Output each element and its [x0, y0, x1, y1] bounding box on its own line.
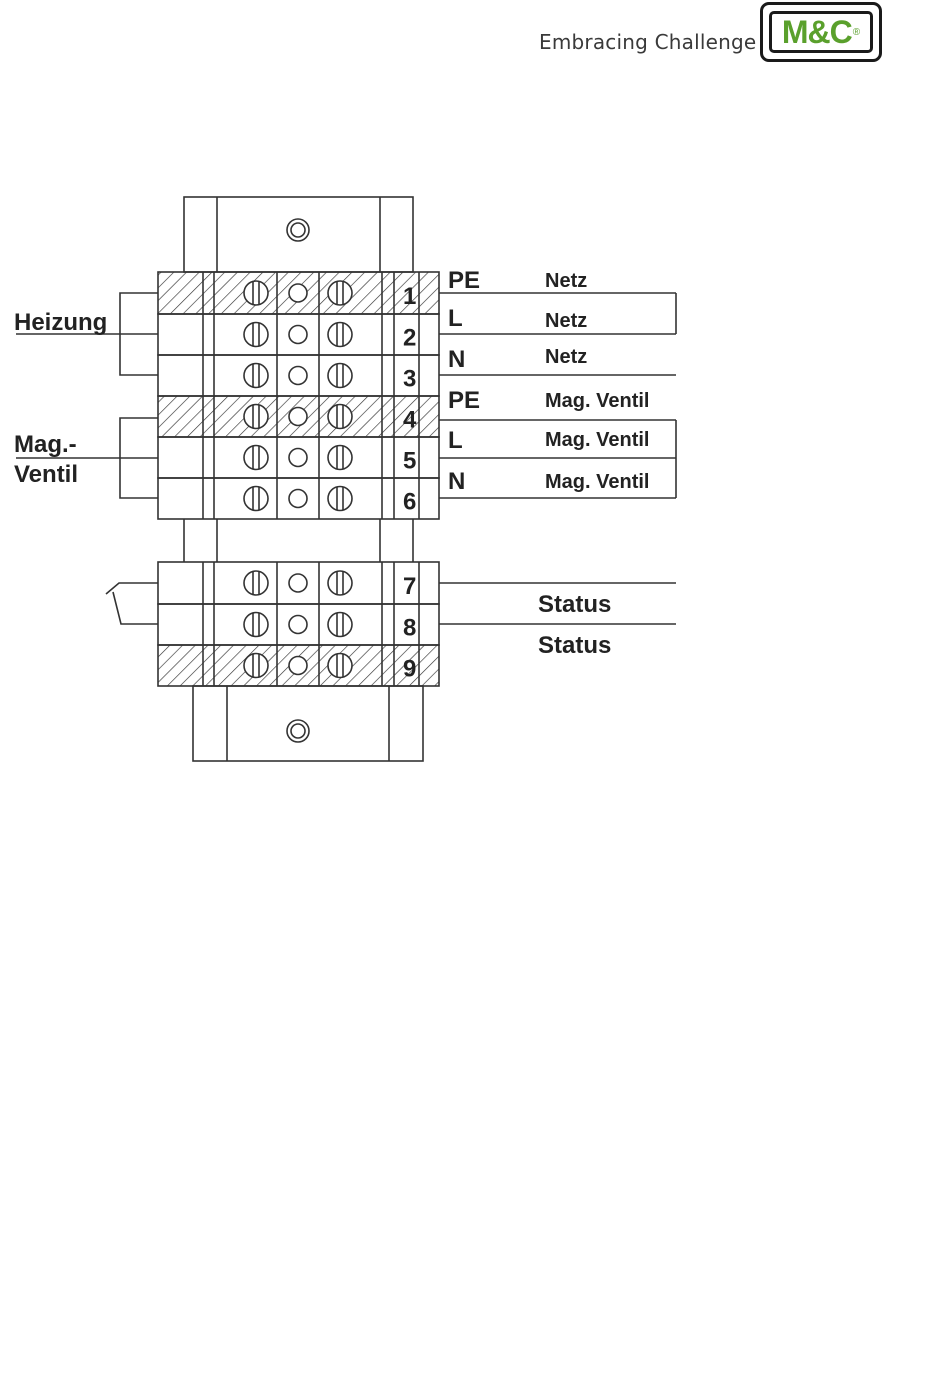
- function-label-2: Netz: [545, 310, 587, 332]
- function-label-6: Mag. Ventil: [545, 471, 649, 493]
- terminal-number-5: 5: [403, 448, 416, 475]
- wire-label-5: L: [448, 427, 463, 454]
- screw-clamp-icon: [244, 654, 268, 678]
- terminal-row-2: [158, 314, 439, 355]
- wire-entry-icon: [289, 490, 307, 508]
- status-switch-contact: [113, 592, 158, 624]
- screw-clamp-icon: [244, 487, 268, 511]
- screw-clamp-icon: [244, 405, 268, 429]
- screw-clamp-icon: [244, 613, 268, 637]
- terminal-number-6: 6: [403, 489, 416, 516]
- terminal-row-5: [158, 437, 439, 478]
- terminal-number-7: 7: [403, 573, 416, 600]
- screw-clamp-icon: [244, 446, 268, 470]
- wire-entry-icon: [289, 616, 307, 634]
- terminal-row-6: [158, 478, 439, 519]
- top-screw-icon-inner: [291, 223, 305, 237]
- screw-clamp-icon: [328, 571, 352, 595]
- status-label: Status: [538, 591, 611, 618]
- wire-label-2: L: [448, 305, 463, 332]
- top-bracket: [184, 197, 413, 272]
- terminal-number-3: 3: [403, 366, 416, 393]
- status-label: Status: [538, 632, 611, 659]
- function-label-1: Netz: [545, 270, 587, 292]
- screw-clamp-icon: [244, 323, 268, 347]
- screw-clamp-icon: [328, 654, 352, 678]
- bottom-screw-icon-inner: [291, 724, 305, 738]
- terminal-number-9: 9: [403, 656, 416, 683]
- magventil-label: Ventil: [14, 461, 78, 488]
- terminal-number-1: 1: [403, 283, 416, 310]
- terminal-row-8: [158, 604, 439, 645]
- wire-entry-icon: [289, 574, 307, 592]
- terminal-row-3: [158, 355, 439, 396]
- wire-entry-icon: [289, 449, 307, 467]
- screw-clamp-icon: [328, 487, 352, 511]
- wire-entry-icon: [289, 367, 307, 385]
- function-label-3: Netz: [545, 346, 587, 368]
- terminal-number-2: 2: [403, 325, 416, 352]
- heizung-label: Heizung: [14, 309, 107, 336]
- screw-clamp-icon: [244, 281, 268, 305]
- screw-clamp-icon: [328, 405, 352, 429]
- screw-clamp-icon: [328, 613, 352, 637]
- wire-label-4: PE: [448, 387, 480, 414]
- wire-entry-icon: [289, 408, 307, 426]
- wire-label-1: PE: [448, 267, 480, 294]
- terminal-number-4: 4: [403, 407, 417, 434]
- screw-clamp-icon: [244, 571, 268, 595]
- function-label-5: Mag. Ventil: [545, 429, 649, 451]
- terminal-number-8: 8: [403, 615, 416, 642]
- wire-label-3: N: [448, 346, 465, 373]
- screw-clamp-icon: [244, 364, 268, 388]
- magventil-label: Mag.-: [14, 431, 77, 458]
- wire-label-6: N: [448, 468, 465, 495]
- terminal-row-7: [158, 562, 439, 604]
- function-label-4: Mag. Ventil: [545, 390, 649, 412]
- wire-entry-icon: [289, 657, 307, 675]
- screw-clamp-icon: [328, 364, 352, 388]
- wire-entry-icon: [289, 284, 307, 302]
- screw-clamp-icon: [328, 446, 352, 470]
- wire-entry-icon: [289, 326, 307, 344]
- screw-clamp-icon: [328, 323, 352, 347]
- screw-clamp-icon: [328, 281, 352, 305]
